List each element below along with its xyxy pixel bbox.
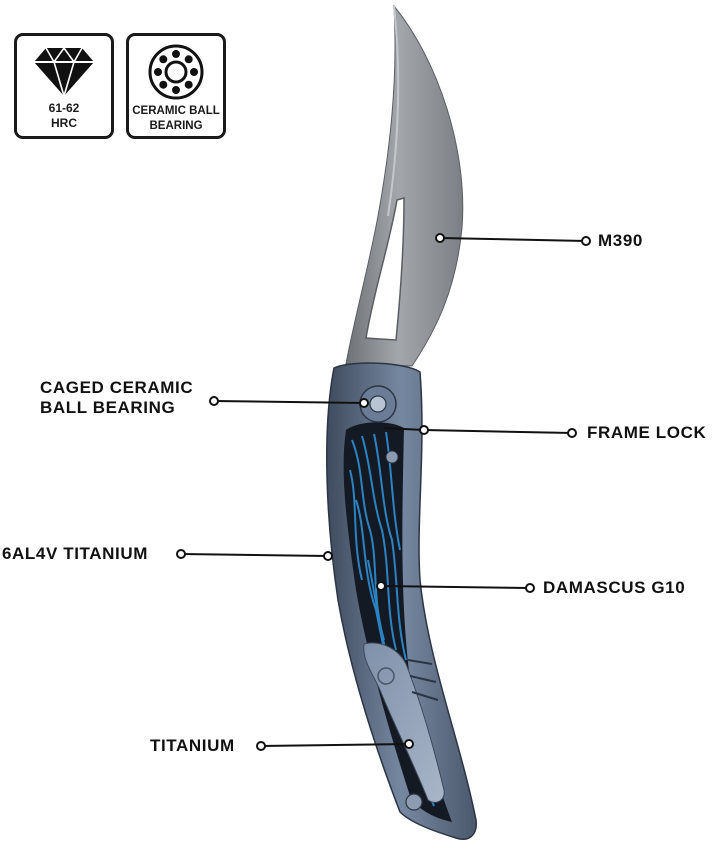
callout-frame: 6AL4V TITANIUM xyxy=(2,544,148,563)
bearing-caption-line1: CERAMIC BALL xyxy=(132,105,220,117)
diamond-icon xyxy=(34,46,94,98)
callout-pivot-line2: BALL BEARING xyxy=(40,398,176,417)
blade xyxy=(345,4,464,367)
callout-pivot: CAGED CERAMIC BALL BEARING xyxy=(40,378,193,418)
hardness-value: 61-62 xyxy=(48,101,80,115)
ball-bearing-icon xyxy=(148,44,204,100)
callout-pivot-line1: CAGED CERAMIC xyxy=(40,378,194,397)
handle xyxy=(326,362,477,840)
callout-clip: TITANIUM xyxy=(150,736,235,755)
hardness-badge: 61-62 HRC xyxy=(14,33,114,139)
hardness-unit: HRC xyxy=(51,116,77,130)
callout-lock: FRAME LOCK xyxy=(587,423,707,442)
callout-inlay: DAMASCUS G10 xyxy=(543,578,686,597)
callout-blade-steel: M390 xyxy=(598,231,643,250)
leader-lines xyxy=(176,233,591,751)
bearing-caption-line2: BEARING xyxy=(149,120,203,132)
bearing-badge: CERAMIC BALL BEARING xyxy=(126,33,226,139)
